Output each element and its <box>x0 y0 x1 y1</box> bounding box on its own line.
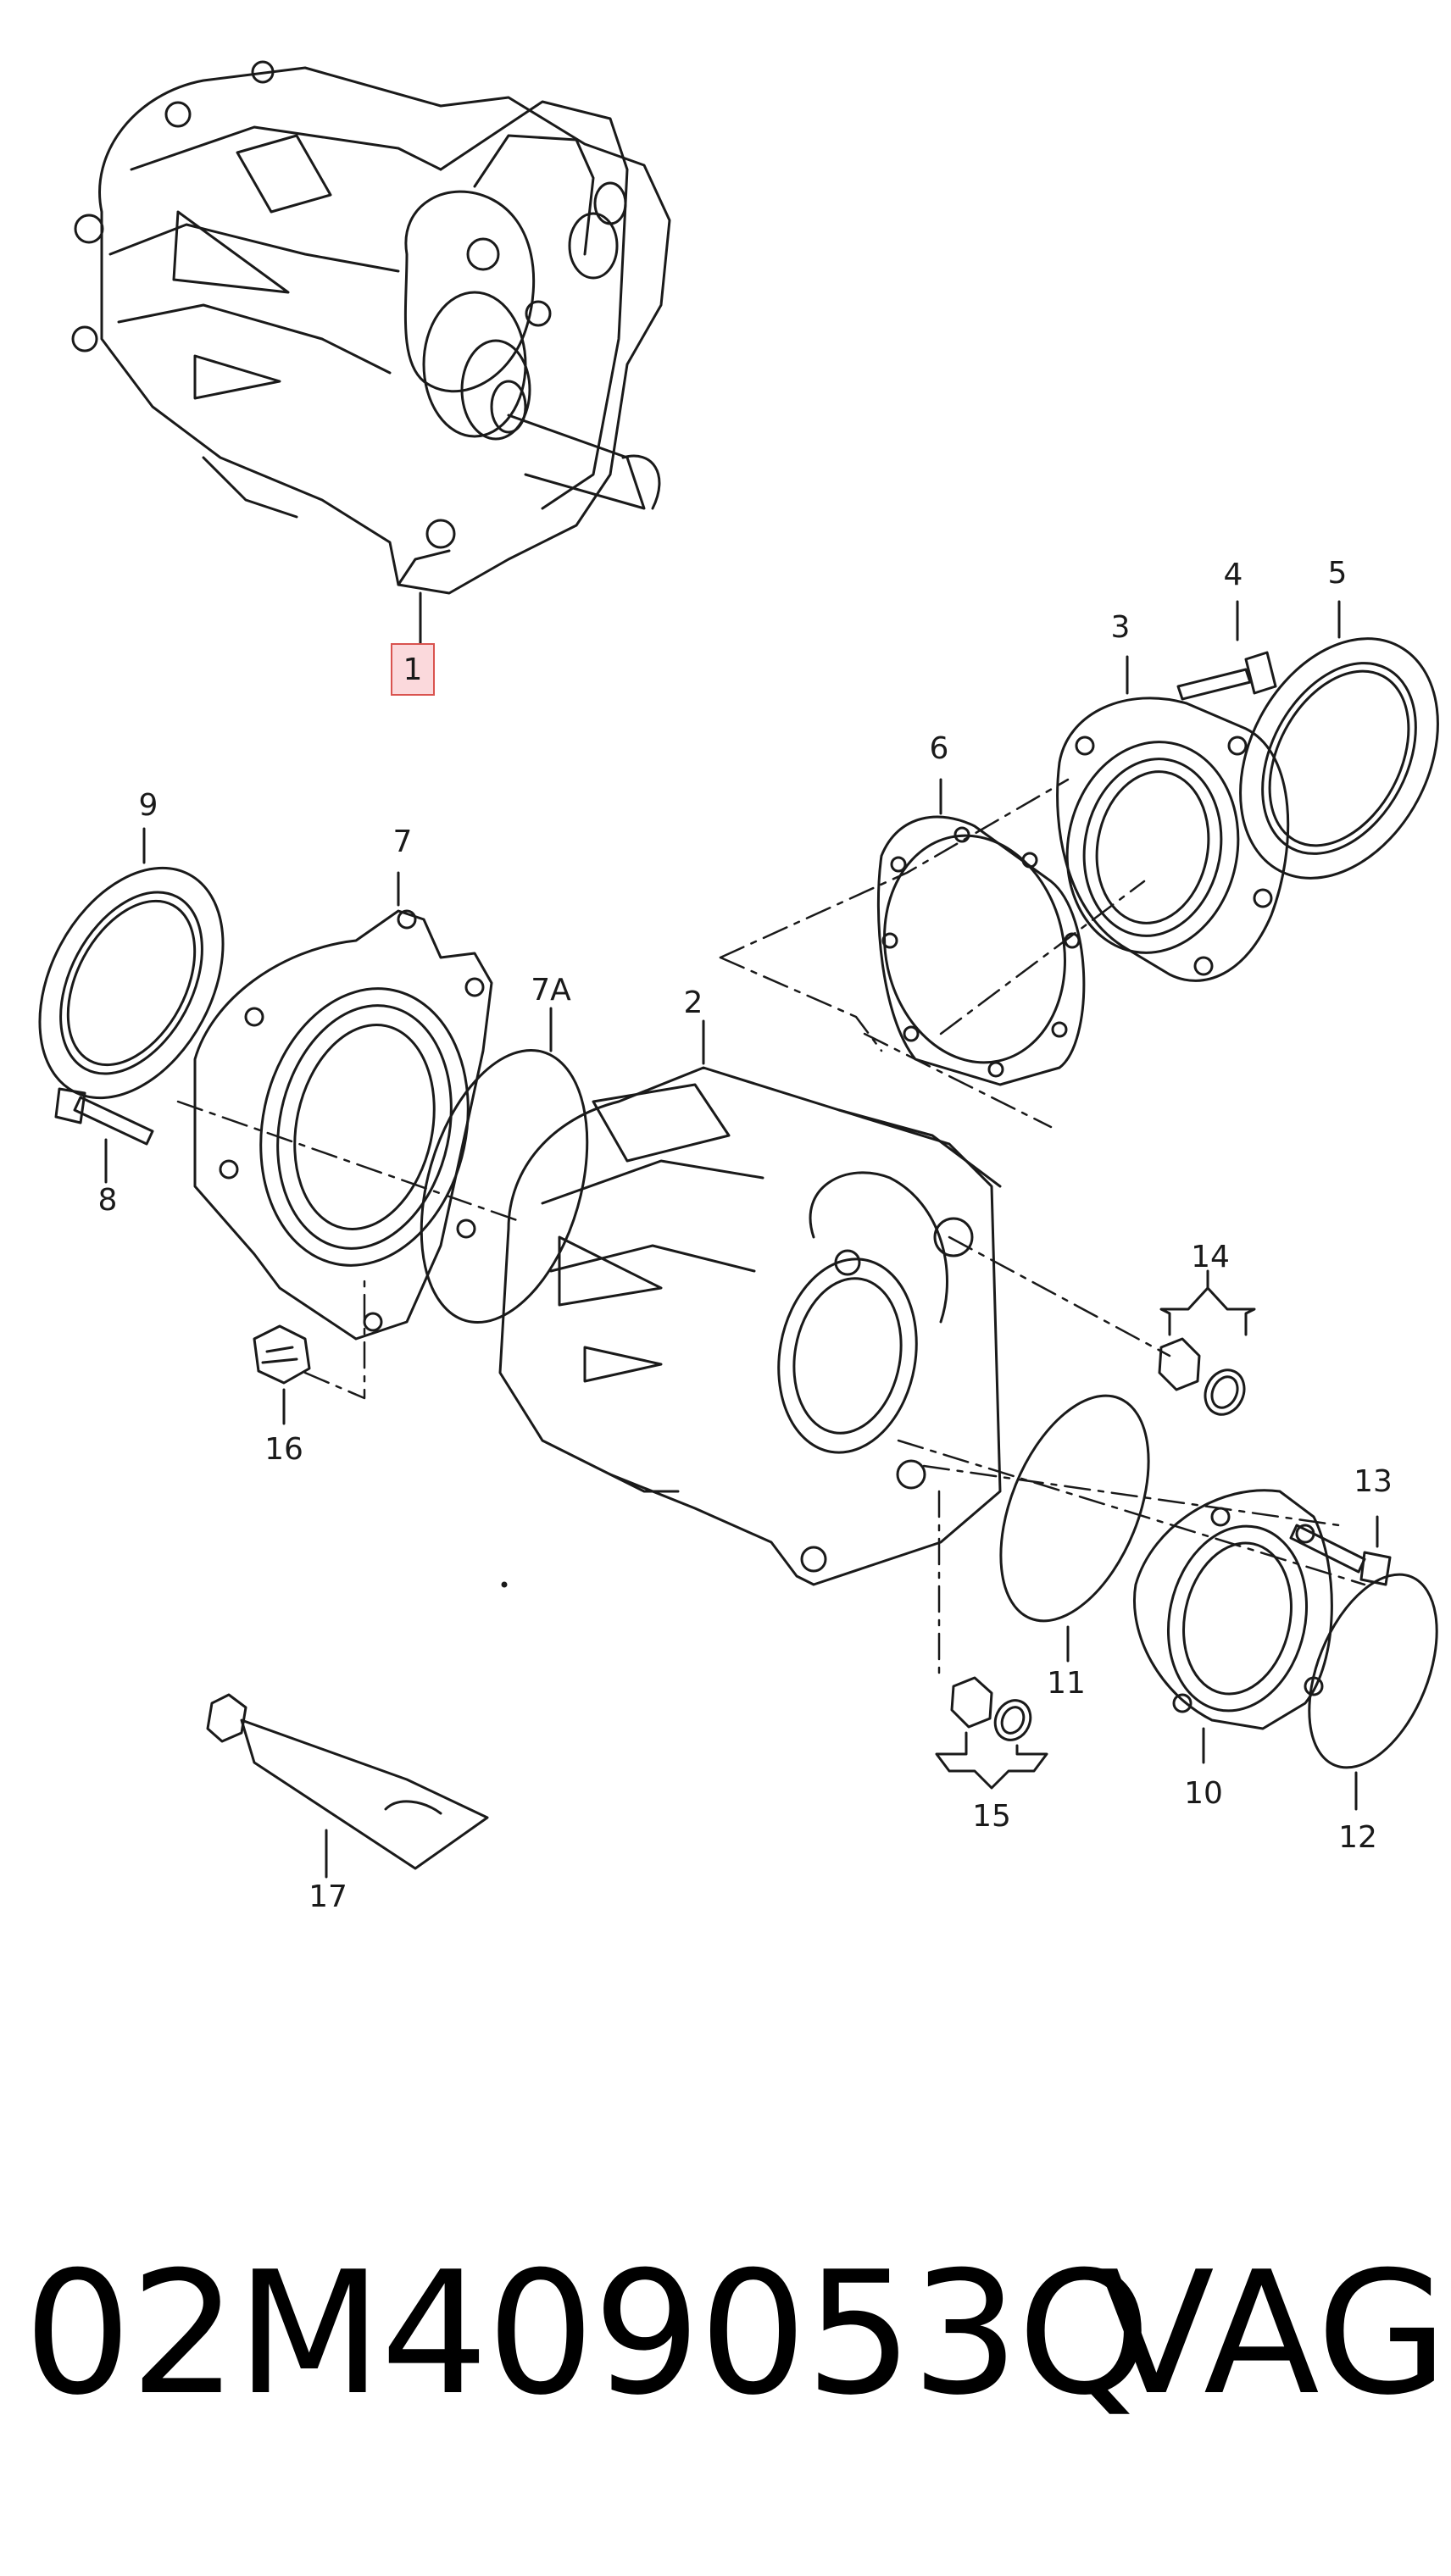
callout-8: 8 <box>98 1183 118 1218</box>
part-4-bolt <box>1176 651 1277 701</box>
callout-14: 14 <box>1191 1240 1230 1274</box>
callout-13: 13 <box>1354 1464 1393 1499</box>
part-7a-o-ring <box>420 1048 589 1324</box>
callout-12: 12 <box>1338 1820 1377 1855</box>
part-17-sealant-tube <box>206 1693 489 1870</box>
callout-17: 17 <box>309 1879 347 1914</box>
brand-name: VAG <box>1098 2235 1448 2433</box>
callout-6: 6 <box>930 731 949 766</box>
part-6-gasket <box>876 815 1086 1086</box>
part-9-seal-ring <box>38 866 225 1100</box>
part-13-bolt <box>1289 1524 1392 1586</box>
callout-7a: 7A <box>531 973 571 1008</box>
callout-2: 2 <box>684 985 703 1020</box>
callout-16: 16 <box>264 1432 303 1467</box>
part-10-flange <box>1133 1489 1333 1730</box>
assembled-transfer-case <box>71 60 671 595</box>
callout-10: 10 <box>1184 1776 1223 1811</box>
callout-3: 3 <box>1111 610 1131 645</box>
callout-5: 5 <box>1328 556 1348 591</box>
callout-4: 4 <box>1224 558 1243 592</box>
part-12-o-ring <box>1308 1573 1438 1769</box>
part-8-bolt <box>54 1087 154 1146</box>
part-15-sleeve-and-ring <box>935 1676 1048 1790</box>
callout-1-highlight-box <box>391 643 435 696</box>
callout-7: 7 <box>393 824 413 859</box>
callout-15: 15 <box>972 1799 1011 1834</box>
part-11-o-ring <box>999 1394 1150 1623</box>
part-7-front-housing <box>193 909 493 1341</box>
part-2-transfer-case-body <box>498 1066 1002 1586</box>
part-5-seal-ring <box>1239 637 1439 880</box>
part-3-flange-housing <box>1056 697 1290 982</box>
callout-1: 1 <box>403 652 423 687</box>
part-16-plug <box>253 1324 311 1385</box>
callout-9: 9 <box>139 788 158 823</box>
part-number: 02M409053Q <box>24 2235 1151 2433</box>
callout-11: 11 <box>1047 1666 1086 1701</box>
part-14-sleeve-and-ring <box>1158 1286 1256 1416</box>
